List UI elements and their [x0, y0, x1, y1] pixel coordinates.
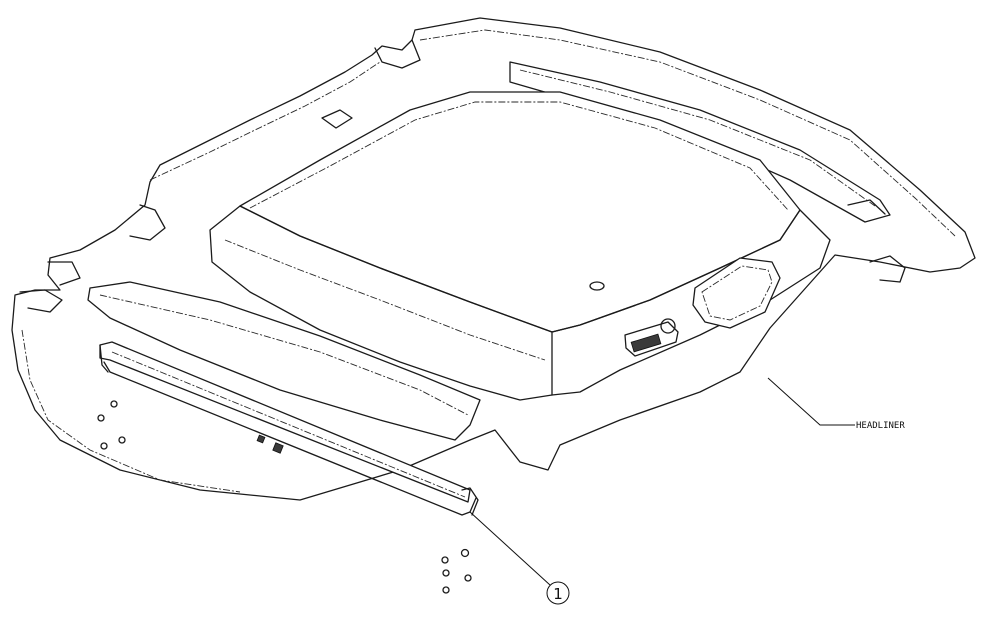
clip-tabs [19, 39, 906, 313]
fasteners [97, 400, 472, 594]
sunroof-opening [209, 91, 831, 401]
headliner-callout: HEADLINER [767, 377, 905, 431]
headliner-label: HEADLINER [856, 421, 905, 431]
front-trim-strip [87, 281, 481, 441]
part-1-callout: 1 [469, 511, 570, 605]
callout-number: 1 [553, 585, 563, 603]
overhead-console [589, 257, 781, 357]
sunshade-rail-part [99, 341, 479, 516]
